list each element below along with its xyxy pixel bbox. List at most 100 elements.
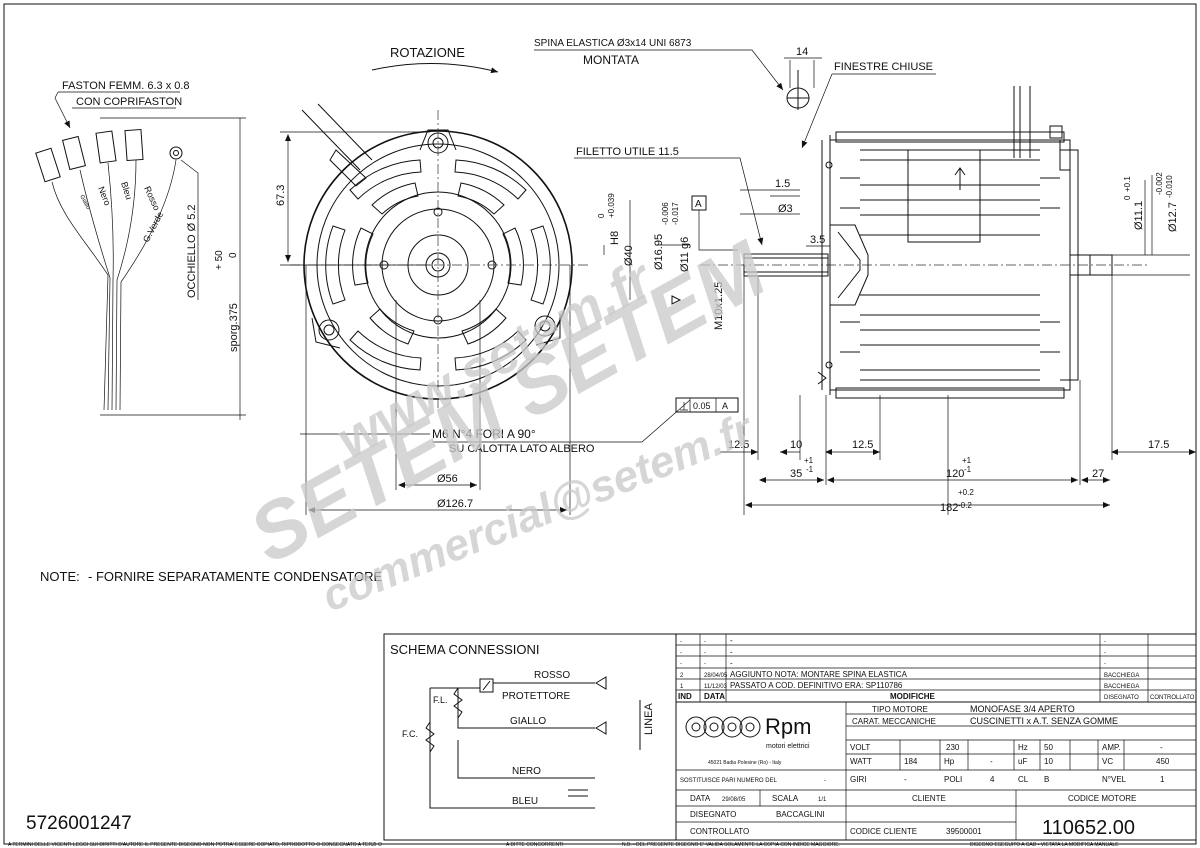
dim-1-5: 1.5 <box>775 178 790 190</box>
giri-value: - <box>904 775 907 784</box>
rev-mod: PASSATO A COD. DEFINITIVO ERA: SP110786 <box>730 681 903 690</box>
cl-value: B <box>1044 775 1049 784</box>
schema-rosso: ROSSO <box>534 670 570 681</box>
disegnato-label: DISEGNATO <box>690 810 736 819</box>
rev-date: 11/12/03 <box>704 684 728 690</box>
sostituisce-label: SOSTITUISCE PARI NUMERO DEL <box>680 778 778 784</box>
perp-val: 0.05 <box>693 401 711 411</box>
rev-date: 28/04/05 <box>704 673 728 679</box>
controllato-label: CONTROLLATO <box>690 827 749 836</box>
schema-giallo: GIALLO <box>510 716 546 727</box>
filetto-label: FILETTO UTILE 11.5 <box>576 146 679 158</box>
rev-h-ind: IND <box>678 692 692 701</box>
schema-fl: F.L. <box>433 695 448 705</box>
rev-mod: - <box>730 659 733 668</box>
tol-g6-hi: -0.006 <box>661 202 670 225</box>
dim-126-7: Ø126.7 <box>437 498 473 510</box>
rev-dis: BACCHIEGA <box>1104 673 1139 679</box>
rev-mod: AGGIUNTO NOTA: MONTARE SPINA ELASTICA <box>730 670 908 679</box>
drawing-number: 5726001247 <box>26 813 132 834</box>
side-view: SPINA ELASTICA Ø3x14 UNI 6873 MONTATA 14… <box>534 38 1197 515</box>
rev-h-data: DATA <box>704 692 725 701</box>
giri-label: GIRI <box>850 775 866 784</box>
spina-label: SPINA ELASTICA Ø3x14 UNI 6873 <box>534 38 692 49</box>
dim-67-3: 67.3 <box>275 185 287 206</box>
dim-111: Ø11.1 <box>1133 201 1145 230</box>
faston-label: FASTON FEMM. 6.3 x 0.8 <box>62 80 190 92</box>
cable-view: FASTON FEMM. 6.3 x 0.8 CON COPRIFASTON G… <box>35 80 246 420</box>
dim-m10: M10x1.25 <box>713 282 725 330</box>
hp-value: - <box>990 757 993 766</box>
dim-40: Ø40 <box>623 245 635 266</box>
datum-a: A <box>695 199 702 210</box>
title-block: Rpm motori elettrici 45021 Badia Polesin… <box>675 701 1197 841</box>
tol-120-lo: -1 <box>964 465 972 474</box>
company-sub: motori elettrici <box>766 743 810 750</box>
uf-label: uF <box>1018 757 1027 766</box>
schema-bleu: BLEU <box>512 796 538 807</box>
cliente-label: CLIENTE <box>912 794 946 803</box>
vc-label: VC <box>1102 757 1113 766</box>
sostituisce-value: - <box>824 778 826 784</box>
codice-cliente-value: 39500001 <box>946 827 982 836</box>
rev-h-ctrl: CONTROLLATO <box>1150 695 1195 701</box>
rev-ind: 2 <box>680 673 684 679</box>
schema-nero: NERO <box>512 766 541 777</box>
dim-17-5: 17.5 <box>1148 439 1169 451</box>
wire-rosso-label: Rosso <box>142 185 162 212</box>
tol-h8-hi: +0.039 <box>607 193 616 218</box>
dim-182: 182 <box>940 502 958 514</box>
dim-14: 14 <box>796 46 808 58</box>
faston-terminals <box>35 128 183 183</box>
scala-value: 1/1 <box>818 797 827 803</box>
tol-127-hi: -0.002 <box>1155 172 1164 195</box>
poli-label: POLI <box>944 775 962 784</box>
montata-label: MONTATA <box>583 53 639 67</box>
vc-value: 450 <box>1156 757 1170 766</box>
wire-giallo-label: Giallo <box>78 194 91 211</box>
nvel-label: N°VEL <box>1102 775 1127 784</box>
rev-ind: - <box>680 662 682 668</box>
company-address: 45021 Badia Polesine (Ro) - Italy <box>708 760 782 766</box>
rev-ind: - <box>680 650 682 656</box>
amp-value: - <box>1160 743 1163 752</box>
footer-right: DISEGNO ESEGUITO A CAD - VIETATA LA MODI… <box>970 842 1119 848</box>
volt-value: 230 <box>946 743 960 752</box>
tol-111-lo: 0 <box>1123 195 1132 200</box>
cl-label: CL <box>1018 775 1029 784</box>
tol-120-hi: +1 <box>962 456 972 465</box>
rev-dis: - <box>1104 639 1106 645</box>
tol-0: 0 <box>228 252 239 258</box>
note-text: - FORNIRE SEPARATAMENTE CONDENSATORE <box>88 569 383 584</box>
wire-gverde-label: G.Verde <box>141 210 165 244</box>
rev-date: - <box>704 650 706 656</box>
schema-fc: F.C. <box>402 729 418 739</box>
schema-linea: LINEA <box>643 703 655 735</box>
tol-35-lo: -1 <box>806 465 814 474</box>
dim-16-95: Ø16.95 <box>653 234 665 270</box>
coprifaston-label: CON COPRIFASTON <box>76 96 182 108</box>
data-value: 29/08/05 <box>722 797 746 803</box>
scala-label: SCALA <box>772 794 799 803</box>
m6-label: M6 N°4 FORI A 90° <box>432 427 536 441</box>
hz-value: 50 <box>1044 743 1053 752</box>
hz-label: Hz <box>1018 743 1028 752</box>
schema-protettore: PROTETTORE <box>502 691 570 702</box>
rev-mod: - <box>730 647 733 656</box>
schema-title: SCHEMA CONNESSIONI <box>390 642 540 657</box>
rev-h-dis: DISEGNATO <box>1104 695 1139 701</box>
dim-12-5b: 12.5 <box>852 439 873 451</box>
footer-mid: A DITTE CONCORRENTI <box>506 842 564 848</box>
disegnato-value: BACCAGLINI <box>776 810 824 819</box>
tol-g6-lo: -0.017 <box>671 202 680 225</box>
amp-label: AMP. <box>1102 743 1121 752</box>
occhiello-label: OCCHIELLO Ø 5.2 <box>186 204 198 298</box>
perp-datum: A <box>722 401 728 411</box>
rev-dis: BACCHIEGA <box>1104 684 1139 690</box>
finestre-label: FINESTRE CHIUSE <box>834 61 933 73</box>
tol-35-hi: +1 <box>804 456 814 465</box>
codice-motore-value: 110652.00 <box>1042 817 1135 839</box>
dim-12-5a: 12.5 <box>728 439 749 451</box>
